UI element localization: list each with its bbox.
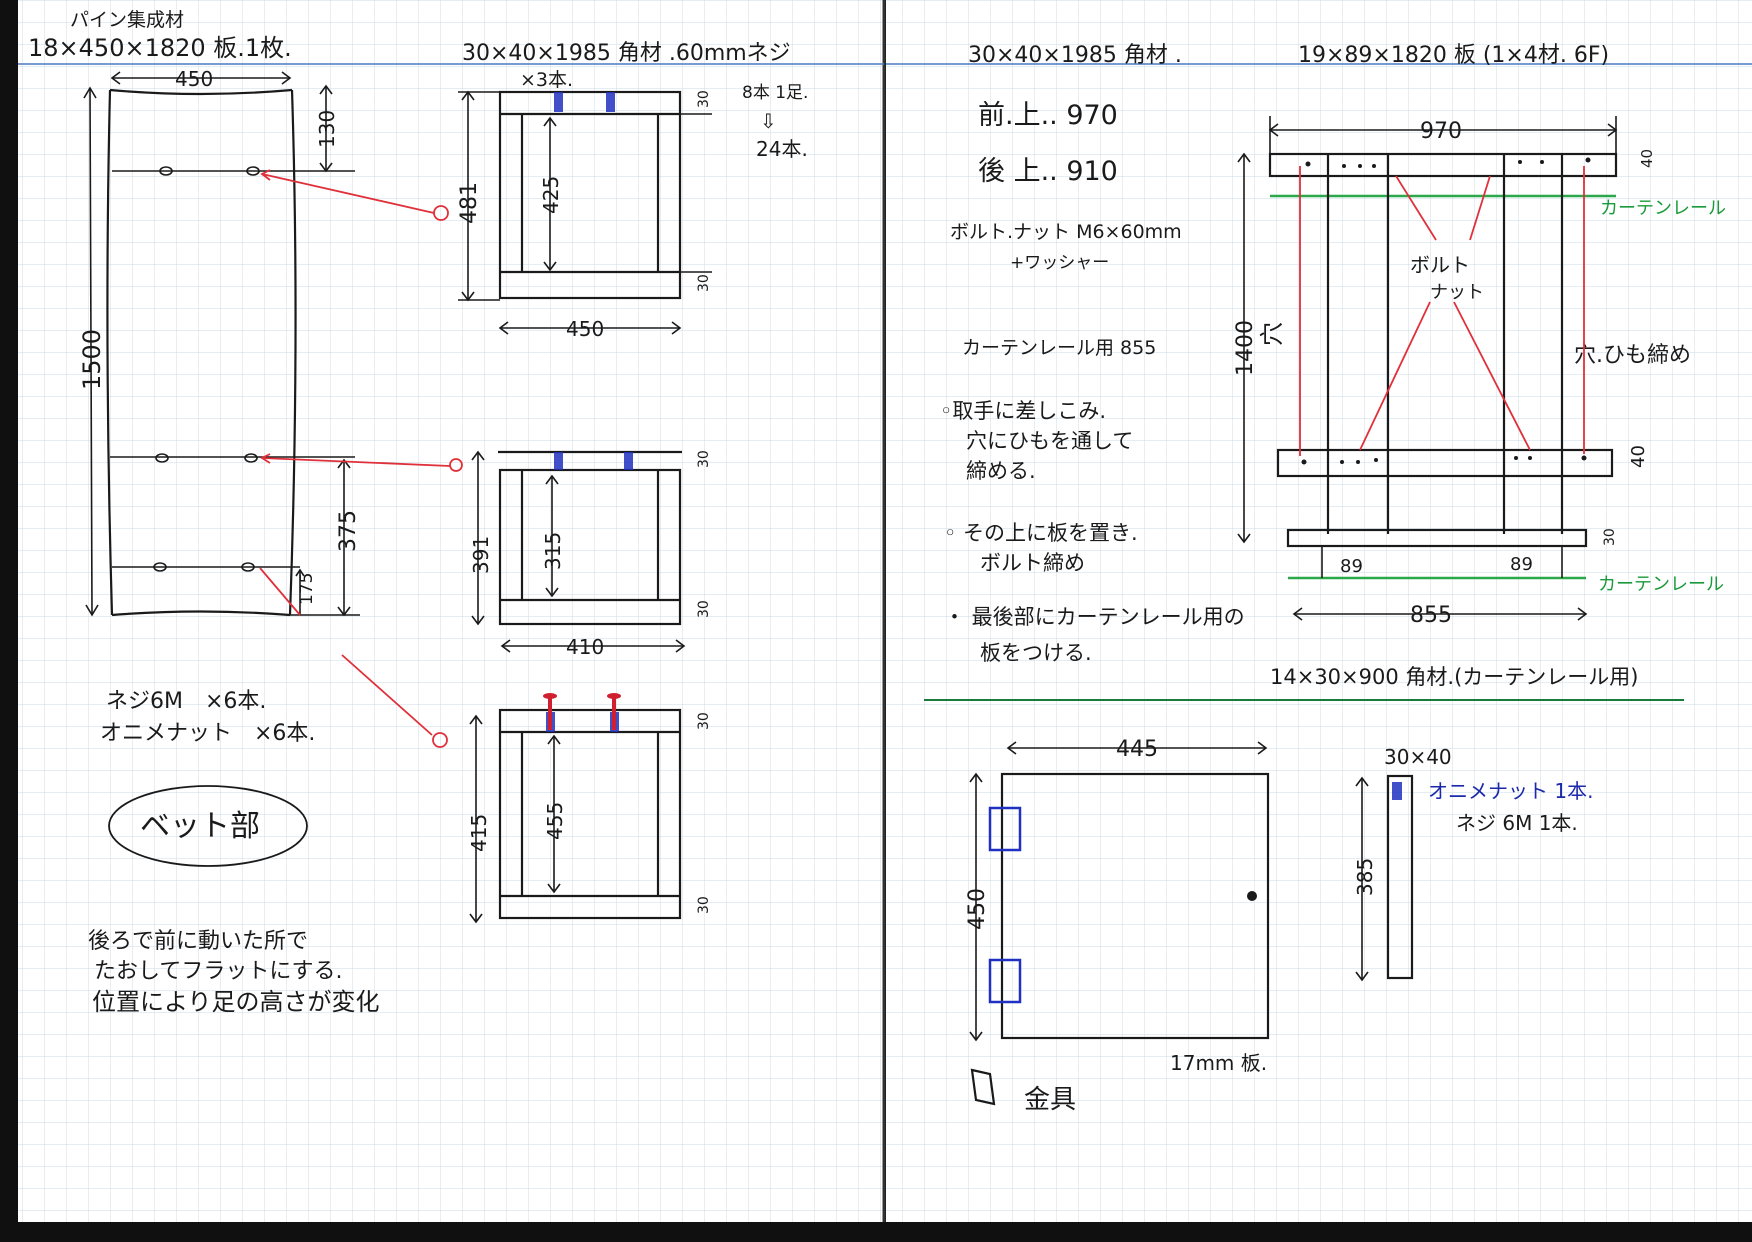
parts-nuts: オニメナット ×6本. bbox=[100, 721, 315, 746]
step-1c: 締める. bbox=[966, 459, 1036, 483]
nut-label: ナット bbox=[1430, 282, 1484, 303]
rail-mid-dim: 40 bbox=[1628, 445, 1649, 468]
step-3a: ・ 最後部にカーテンレール用の bbox=[944, 605, 1245, 629]
rail-low-dim: 30 bbox=[1602, 528, 1618, 546]
dim-130: 130 bbox=[315, 110, 339, 148]
front-top-note: 前.上.. 970 bbox=[978, 100, 1118, 131]
red-leaders-right bbox=[1299, 166, 1585, 456]
right-header-left: 30×40×1985 角材 . bbox=[968, 43, 1182, 68]
frame-top-rail-bottom: 30 bbox=[696, 274, 712, 292]
back-top-note: 後 上.. 910 bbox=[978, 156, 1118, 187]
frame-low-rail-bottom: 30 bbox=[696, 896, 712, 914]
rail-top-dim: 40 bbox=[1638, 149, 1656, 168]
hardware-label: 金具 bbox=[1024, 1085, 1076, 1115]
gap-right-dim: 89 bbox=[1510, 554, 1533, 575]
frame-width-dim: 970 bbox=[1420, 119, 1462, 144]
frame-mid-inner-h: 315 bbox=[541, 532, 565, 570]
frame-mid-rail-bottom: 30 bbox=[696, 600, 712, 618]
frame-low-inner-h: 455 bbox=[543, 802, 567, 840]
frame-height-dim: 1400 bbox=[1233, 320, 1258, 376]
left-header-right: 30×40×1985 角材 .60mmネジ bbox=[462, 41, 791, 66]
frame-top-width: 450 bbox=[566, 317, 604, 341]
parts-screws: ネジ6M ×6本. bbox=[106, 689, 266, 714]
bolt-note-1: ボルト.ナット M6×60mm bbox=[950, 221, 1182, 243]
frame-mid-outer-h: 391 bbox=[469, 536, 493, 574]
curtain-rail-label-top: カーテンレール bbox=[1600, 198, 1726, 219]
dim-375: 375 bbox=[336, 510, 361, 552]
bolt-label: ボルト bbox=[1410, 253, 1470, 277]
memo-line-2: たおしてフラットにする. bbox=[94, 959, 343, 984]
right-header-right: 19×89×1820 板 (1×4材. 6F) bbox=[1298, 43, 1609, 68]
step-1b: 穴にひもを通して bbox=[966, 429, 1133, 453]
bolt-note-2: +ワッシャー bbox=[1010, 253, 1109, 273]
post-nut-note: オニメナット 1本. bbox=[1428, 779, 1593, 803]
frame-top-drawing: 481 425 450 30 30 bbox=[457, 90, 712, 341]
gap-left-dim: 89 bbox=[1340, 556, 1363, 577]
frame-mid-width: 410 bbox=[566, 635, 604, 659]
seat-frame-drawing: 970 1400 40 40 30 89 89 855 bbox=[1233, 116, 1726, 628]
step-2a: ◦ その上に板を置き. bbox=[944, 521, 1138, 545]
section-label: ベット部 bbox=[140, 809, 260, 844]
left-header-line1: パイン集成材 bbox=[70, 9, 184, 31]
panel-height-dim: 450 bbox=[965, 888, 990, 930]
section-label-oval bbox=[108, 785, 308, 867]
hole-right-label: 穴.ひも締め bbox=[1574, 343, 1691, 368]
memo-line-1: 後ろで前に動いた所で bbox=[88, 929, 308, 954]
frame-low-drawing: 415 455 30 30 bbox=[467, 693, 712, 924]
memo-line-3: 位置により足の高さが変化 bbox=[92, 988, 380, 1016]
frame-mid-drawing: 391 315 410 30 30 bbox=[469, 450, 712, 659]
bottom-width-dim: 855 bbox=[1410, 603, 1452, 628]
frame-mid-rail-top: 30 bbox=[696, 450, 712, 468]
step-1a: ◦取手に差しこみ. bbox=[940, 399, 1106, 423]
red-leaders-left bbox=[259, 169, 463, 748]
frame-top-rail-top: 30 bbox=[696, 90, 712, 108]
left-header-line2: 18×450×1820 板.1枚. bbox=[28, 34, 292, 62]
step-2b: ボルト締め bbox=[980, 551, 1085, 575]
post-drawing: 30×40 385 オニメナット 1本. ネジ 6M 1本. bbox=[1353, 745, 1593, 982]
frame-low-rail-top: 30 bbox=[696, 712, 712, 730]
note-arrow: ⇩ bbox=[760, 109, 777, 133]
dim-175: 175 bbox=[297, 573, 317, 605]
bed-board-drawing: 450 1500 130 375 175 bbox=[78, 67, 361, 617]
frame-top-inner-h: 425 bbox=[539, 176, 563, 214]
rail-stock-note: 14×30×900 角材.(カーテンレール用) bbox=[1270, 665, 1638, 689]
hole-left-label: 穴 bbox=[1258, 322, 1286, 346]
post-length-dim: 385 bbox=[1353, 858, 1377, 896]
post-section: 30×40 bbox=[1384, 745, 1452, 769]
panel-thickness-note: 17mm 板. bbox=[1170, 1051, 1267, 1075]
step-3b: 板をつける. bbox=[980, 641, 1092, 665]
board-width-dim: 450 bbox=[175, 67, 213, 91]
post-screw-note: ネジ 6M 1本. bbox=[1456, 811, 1578, 835]
board-height-dim: 1500 bbox=[78, 329, 106, 390]
left-header-sub: ×3本. bbox=[520, 69, 573, 91]
note-total: 24本. bbox=[756, 137, 808, 161]
note-count: 8本 1足. bbox=[742, 83, 808, 103]
frame-low-outer-h: 415 bbox=[467, 814, 491, 852]
rail-note: カーテンレール用 855 bbox=[962, 337, 1156, 359]
panel-width-dim: 445 bbox=[1116, 737, 1158, 762]
frame-top-outer-h: 481 bbox=[457, 182, 482, 224]
panel-drawing: 445 450 17mm 板. 金具 bbox=[965, 737, 1270, 1115]
curtain-rail-label-bottom: カーテンレール bbox=[1598, 574, 1724, 595]
